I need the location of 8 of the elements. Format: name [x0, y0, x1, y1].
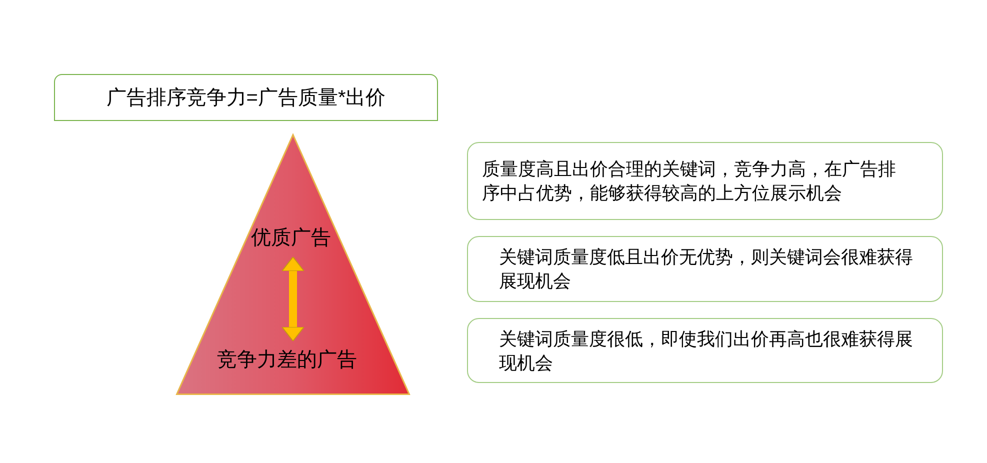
- title-box: 广告排序竞争力=广告质量*出价: [54, 74, 438, 121]
- triangle: [176, 134, 410, 395]
- note-box: 关键词质量度很低，即使我们出价再高也很难获得展现机会: [467, 318, 943, 383]
- note-box: 质量度高且出价合理的关键词，竞争力高，在广告排序中占优势，能够获得较高的上方位展示机会: [467, 142, 943, 220]
- level-label: 竞争力差的广告: [217, 344, 357, 376]
- note-box: 关键词质量度低且出价无优势，则关键词会很难获得展现机会: [467, 236, 943, 302]
- double-arrow: [282, 256, 304, 342]
- level-label: 优质广告: [251, 222, 331, 254]
